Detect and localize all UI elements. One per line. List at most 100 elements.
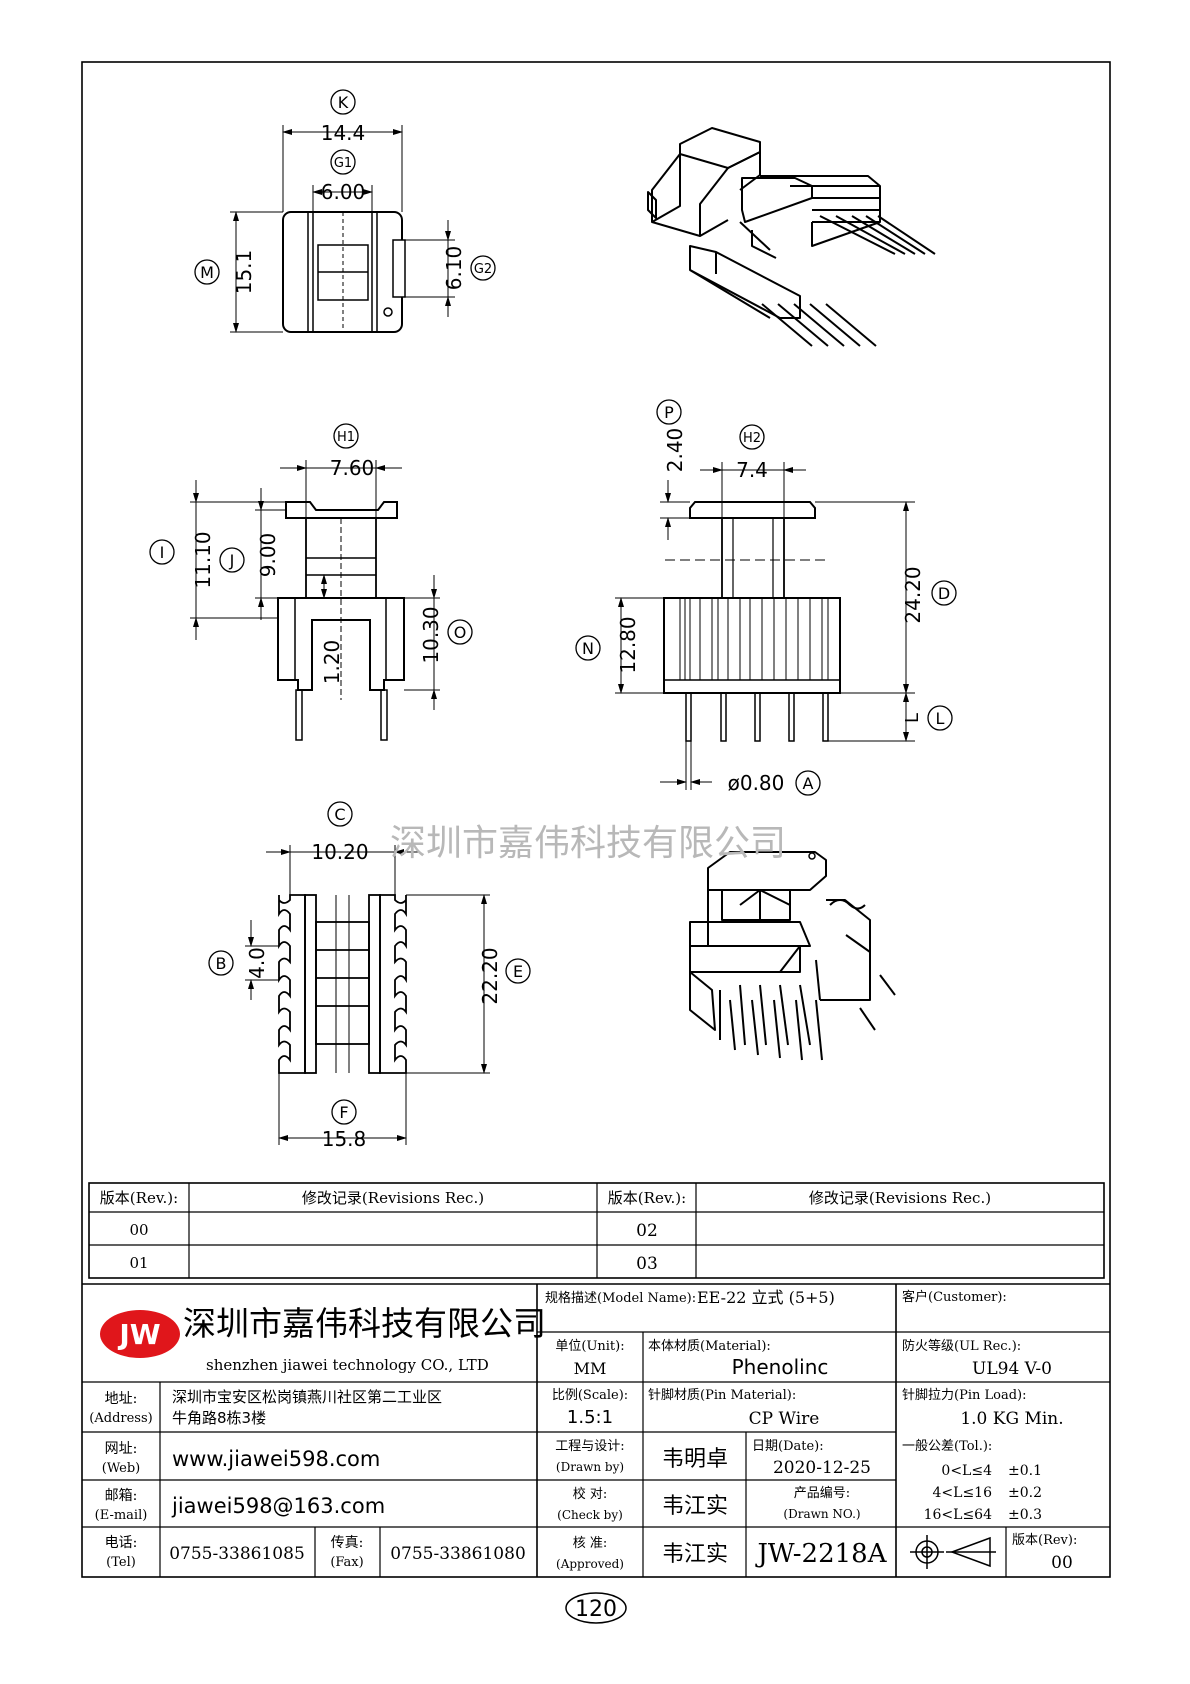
dim-letter-O: O xyxy=(454,623,467,642)
dim-letter-L: L xyxy=(936,709,945,728)
dim-value-D: 24.20 xyxy=(901,566,925,623)
isometric-view-bottom xyxy=(689,851,896,1061)
dim-letter-P: P xyxy=(664,403,674,422)
address-line2: 牛角路8栋3楼 xyxy=(172,1409,266,1427)
projection-symbol-icon xyxy=(910,1535,996,1569)
bottom-view xyxy=(245,845,490,1145)
dim-letter-I: I xyxy=(160,543,165,562)
address-label-cn: 地址: xyxy=(105,1391,138,1407)
ul-value: UL94 V-0 xyxy=(972,1359,1052,1379)
web-label-cn: 网址: xyxy=(105,1441,138,1457)
email-value[interactable]: jiawei598@163.com xyxy=(171,1494,385,1518)
bottom-view-labels: C 10.20 B 4.0 22.20 E F 15.8 xyxy=(208,801,531,1151)
dim-letter-C: C xyxy=(334,805,345,824)
drawn-by-label-en: (Drawn by) xyxy=(556,1460,624,1474)
tel-label-en: (Tel) xyxy=(106,1555,136,1570)
drawn-by-value: 韦明卓 xyxy=(662,1447,728,1472)
model-value: EE-22 立式 (5+5) xyxy=(697,1288,835,1307)
dim-letter-G1: G1 xyxy=(334,156,352,171)
dim-value-F: 15.8 xyxy=(322,1127,367,1151)
unit-value: MM xyxy=(574,1359,607,1378)
front-view xyxy=(190,460,440,741)
tol-range-2: 4<L≤16 xyxy=(933,1485,993,1501)
date-label: 日期(Date): xyxy=(752,1439,824,1454)
dim-value-K: 14.4 xyxy=(321,121,366,145)
fax-label-en: (Fax) xyxy=(330,1555,363,1570)
unit-label: 单位(Unit): xyxy=(555,1339,624,1354)
pin-load-label: 针脚拉力(Pin Load): xyxy=(902,1387,1026,1403)
revision-table xyxy=(88,1182,1105,1279)
dim-value-inner: 1.20 xyxy=(320,640,344,685)
pin-load-value: 1.0 KG Min. xyxy=(960,1409,1063,1429)
isometric-view-top xyxy=(647,127,936,347)
page-number-badge: 120 xyxy=(565,1592,627,1624)
side-view-labels: P 2.40 H2 7.4 24.20 D N 12.80 L L ø0.80 … xyxy=(575,399,957,796)
dim-value-G2: 6.10 xyxy=(442,246,466,291)
approved-label-cn: 核 准: xyxy=(573,1536,608,1551)
side-view xyxy=(615,462,915,790)
rev-label: 版本(Rev): xyxy=(1012,1533,1077,1548)
scale-label: 比例(Scale): xyxy=(552,1388,628,1403)
tel-label-cn: 电话: xyxy=(105,1535,138,1551)
customer-label: 客户(Customer): xyxy=(902,1289,1007,1305)
fax-value: 0755-33861080 xyxy=(390,1544,526,1564)
email-label-cn: 邮箱: xyxy=(105,1488,138,1504)
rev-header-left: 版本(Rev.): xyxy=(100,1189,178,1207)
drawn-by-label-cn: 工程与设计: xyxy=(555,1439,624,1454)
watermark: 深圳市嘉伟科技有限公司 xyxy=(390,823,786,864)
check-by-value: 韦江实 xyxy=(662,1494,728,1519)
dim-letter-M: M xyxy=(200,263,214,282)
rec-header-right: 修改记录(Revisions Rec.) xyxy=(809,1189,991,1207)
rev-row-01: 01 xyxy=(129,1254,148,1272)
drawn-no-label-en: (Drawn NO.) xyxy=(783,1507,860,1521)
dim-letter-D: D xyxy=(938,584,950,603)
dim-value-M: 15.1 xyxy=(232,250,256,295)
tol-range-3: 16<L≤64 xyxy=(924,1507,992,1523)
scale-value: 1.5:1 xyxy=(567,1407,613,1428)
model-label: 规格描述(Model Name): xyxy=(545,1290,696,1306)
dim-value-C: 10.20 xyxy=(311,840,368,864)
rev-row-02: 02 xyxy=(636,1221,658,1241)
rev-row-00: 00 xyxy=(129,1221,148,1239)
dim-value-I: 11.10 xyxy=(191,531,215,588)
fax-label-cn: 传真: xyxy=(331,1535,364,1551)
top-view xyxy=(230,125,455,333)
drawn-no-value: JW-2218A xyxy=(755,1539,888,1569)
rev-value: 00 xyxy=(1051,1553,1073,1573)
top-view-labels: K 14.4 G1 6.00 M 15.1 6.10 G2 xyxy=(194,89,496,295)
rec-header-left: 修改记录(Revisions Rec.) xyxy=(302,1189,484,1207)
dim-letter-F: F xyxy=(339,1103,348,1122)
web-label-en: (Web) xyxy=(102,1461,140,1476)
rev-row-03: 03 xyxy=(636,1254,658,1274)
dim-value-N: 12.80 xyxy=(616,616,640,673)
dim-value-E: 22.20 xyxy=(478,947,502,1004)
logo-text: JW xyxy=(117,1318,160,1351)
material-value: Phenolinc xyxy=(732,1355,829,1379)
check-by-label-en: (Check by) xyxy=(557,1508,623,1522)
title-block-lines xyxy=(82,1283,1110,1577)
drawn-no-label-cn: 产品编号: xyxy=(794,1486,850,1501)
tol-value-2: ±0.2 xyxy=(1008,1485,1042,1501)
tol-range-1: 0<L≤4 xyxy=(941,1463,992,1479)
dim-letter-B: B xyxy=(216,954,227,973)
dim-letter-N: N xyxy=(582,639,594,658)
dim-value-A: ø0.80 xyxy=(728,771,785,795)
web-value[interactable]: www.jiawei598.com xyxy=(172,1447,380,1471)
dim-value-L: L xyxy=(902,713,923,723)
dim-value-B: 4.0 xyxy=(245,947,269,979)
dim-value-G1: 6.00 xyxy=(321,180,366,204)
approved-value: 韦江实 xyxy=(662,1542,728,1567)
page-number: 120 xyxy=(575,1597,617,1622)
address-label-en: (Address) xyxy=(89,1411,152,1426)
dim-value-H1: 7.60 xyxy=(330,456,375,480)
tel-value: 0755-33861085 xyxy=(169,1544,305,1564)
tolerance-label: 一般公差(Tol.): xyxy=(902,1438,992,1454)
dim-letter-G2: G2 xyxy=(474,262,492,277)
company-name-en: shenzhen jiawei technology CO., LTD xyxy=(206,1356,489,1374)
dim-letter-K: K xyxy=(338,93,349,112)
dim-letter-J: J xyxy=(229,551,235,570)
company-logo: JW xyxy=(100,1310,180,1358)
company-name-cn: 深圳市嘉伟科技有限公司 xyxy=(183,1304,546,1343)
tol-value-1: ±0.1 xyxy=(1008,1463,1042,1479)
